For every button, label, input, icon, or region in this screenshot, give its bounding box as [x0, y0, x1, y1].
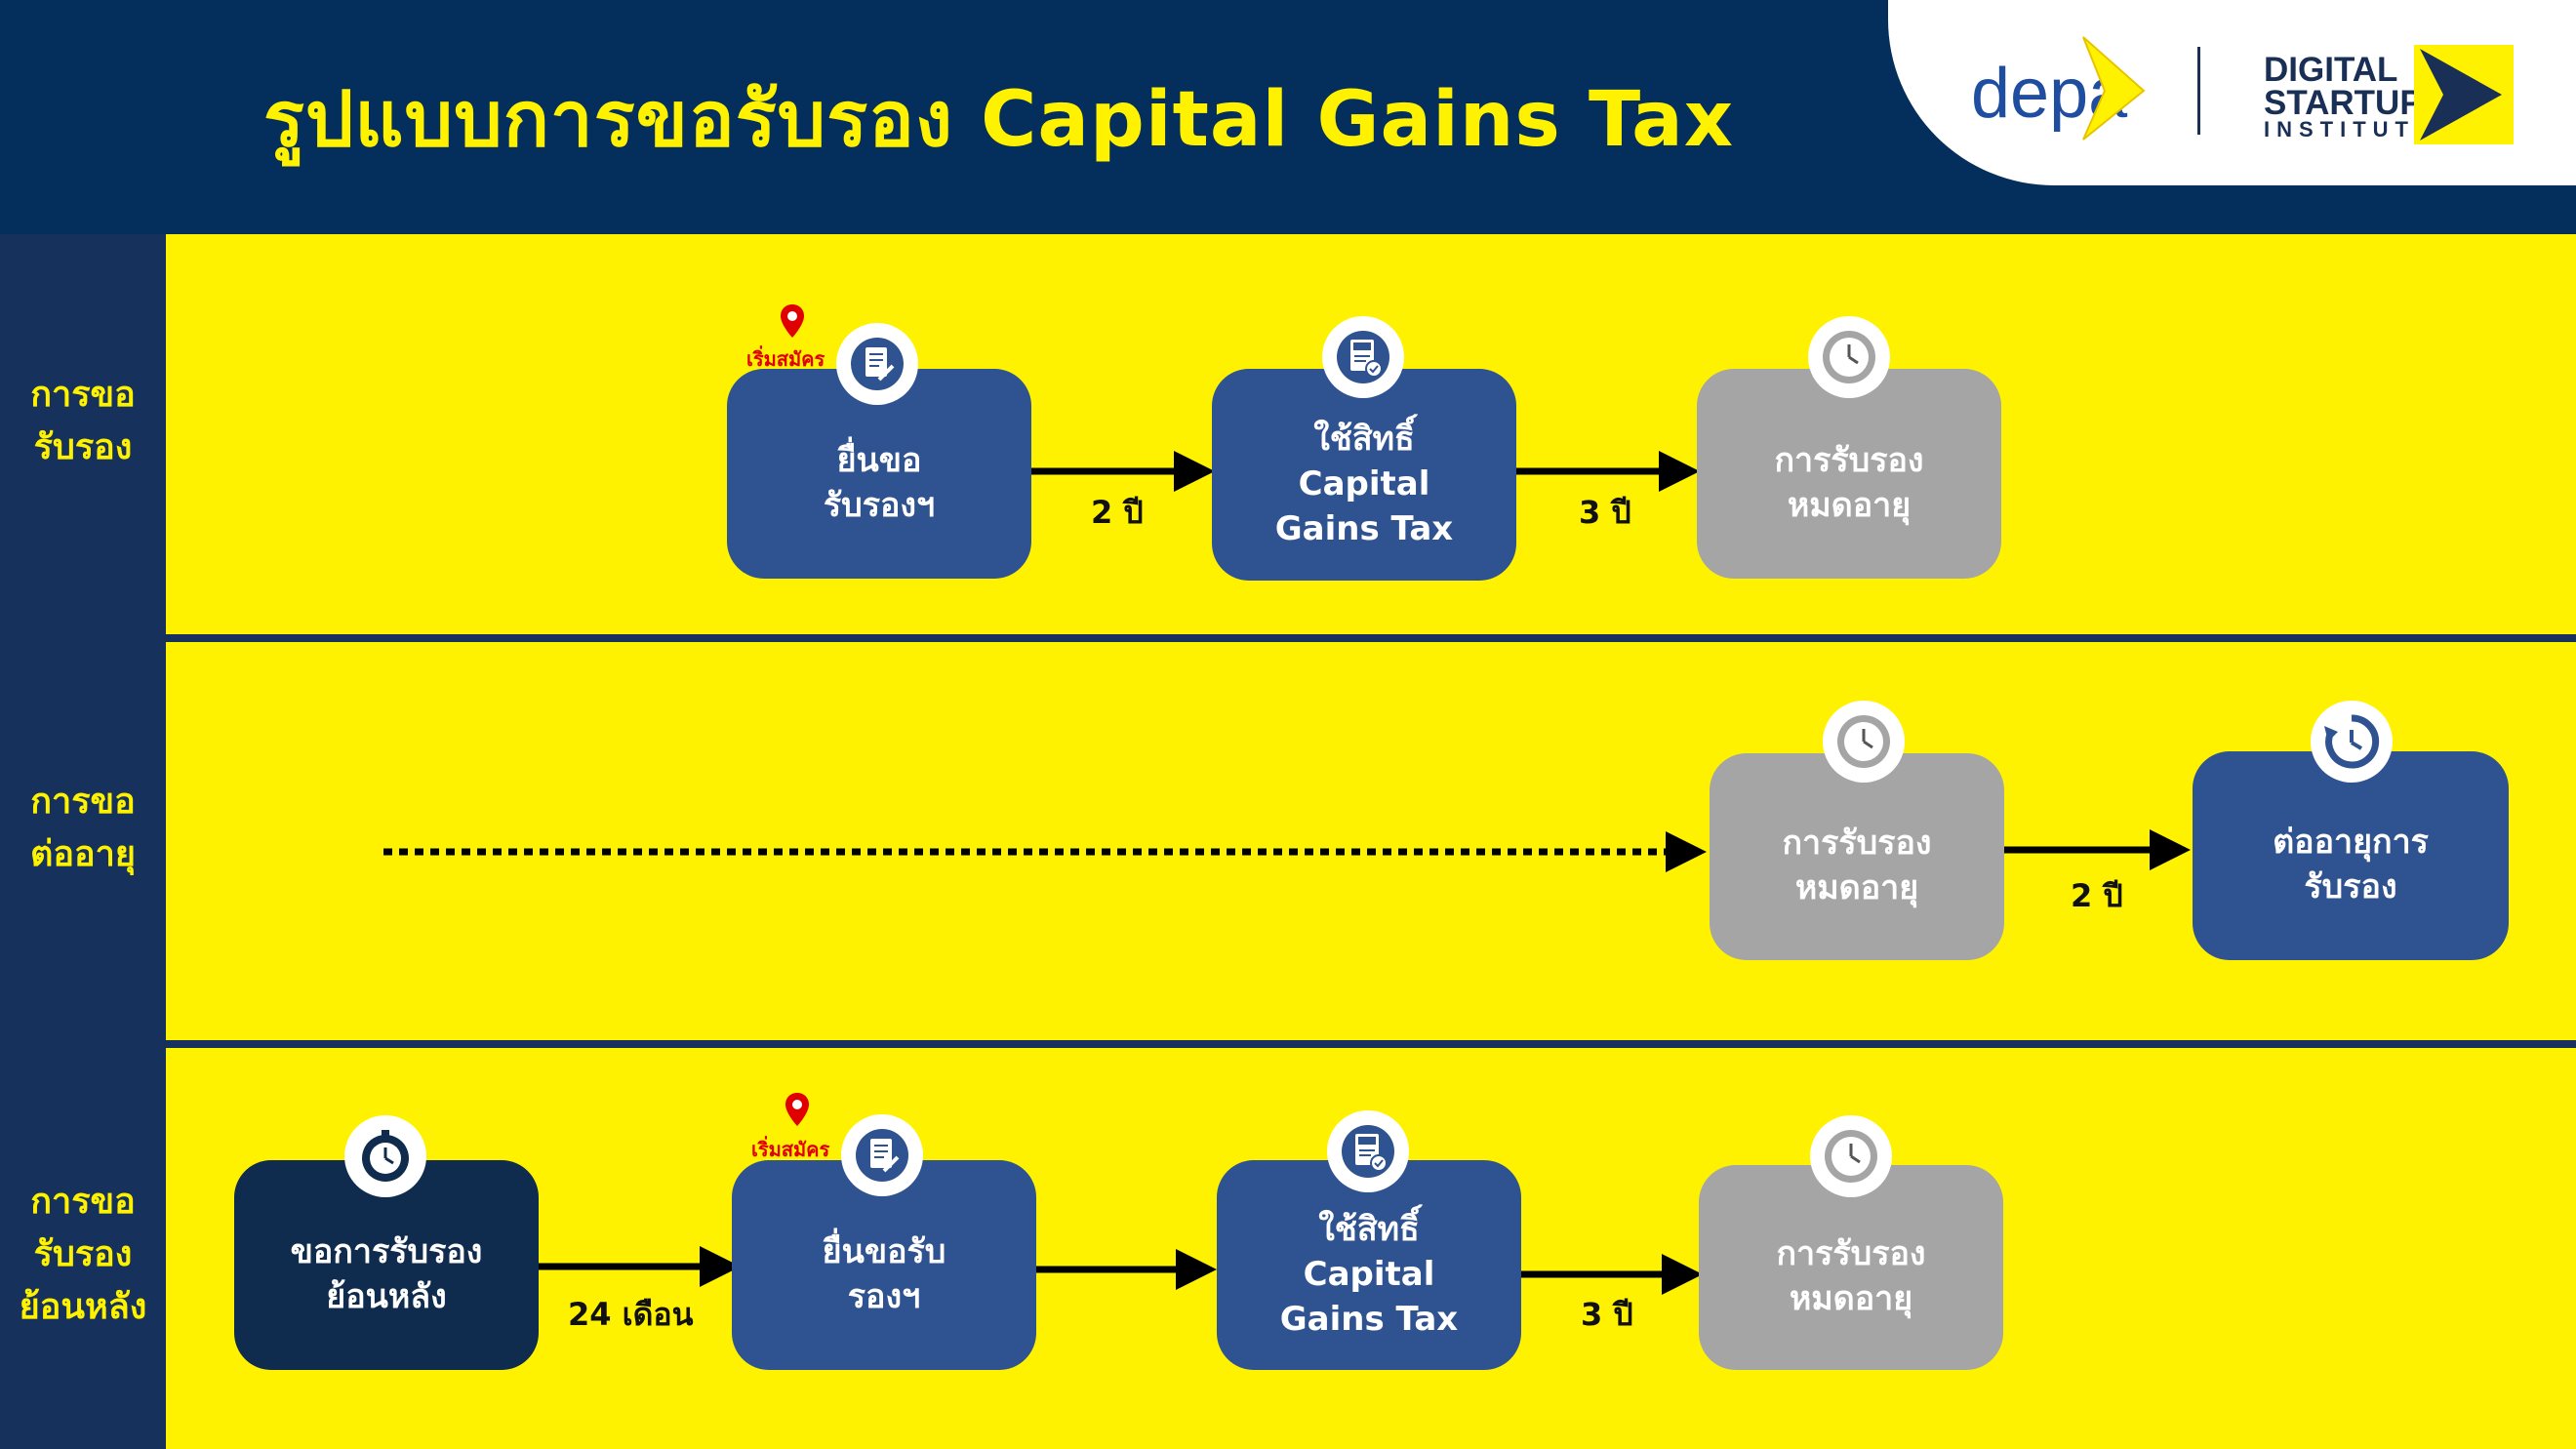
arrow-label-3-years-lane3: 3 ปี — [1581, 1296, 1633, 1333]
renew-clock-icon — [2311, 701, 2393, 783]
dsi-logo-mark-icon — [2414, 45, 2514, 144]
clock-icon — [1808, 316, 1890, 398]
dsi-logo-line3: INSTITUTE — [2264, 117, 2436, 141]
document-pen-icon — [836, 323, 918, 405]
start-label-lane3: เริ่มสมัคร — [751, 1138, 830, 1161]
dsi-logo-line1: DIGITAL — [2264, 51, 2398, 89]
box-renew-certification: ต่ออายุการ รับรอง — [2193, 751, 2509, 960]
lane-separator-1 — [0, 634, 2576, 642]
start-location-pin-icon-lane3 — [785, 1093, 809, 1126]
lane-label-panel-2 — [0, 642, 166, 1040]
lane-label-panel-3 — [0, 1048, 166, 1449]
document-pen-icon — [841, 1114, 923, 1196]
clock-icon — [1810, 1115, 1892, 1197]
arrow-label-2-years-renewal: 2 ปี — [2071, 877, 2123, 914]
box-certification-expired-renewal: การรับรอง หมดอายุ — [1710, 753, 2004, 960]
tax-document-icon — [1322, 316, 1404, 398]
box-use-capital-gains-tax: ใช้สิทธิ์ Capital Gains Tax — [1212, 369, 1516, 581]
lane-separator-2 — [0, 1040, 2576, 1048]
stopwatch-icon — [344, 1115, 426, 1197]
arrow-label-2-years: 2 ปี — [1091, 494, 1144, 531]
page-title: รูปแบบการขอรับรอง Capital Gains Tax — [263, 76, 1735, 164]
arrow-label-24-months: 24 เดือน — [568, 1296, 694, 1333]
tax-document-icon — [1327, 1110, 1409, 1192]
start-location-pin-icon — [781, 304, 804, 338]
logo-divider — [2197, 47, 2200, 135]
lane-label-panel-1 — [0, 234, 166, 634]
box-certification-expired-lane3: การรับรอง หมดอายุ — [1699, 1165, 2003, 1370]
lane-label-retroactive: การขอ รับรอง ย้อนหลัง — [19, 1182, 147, 1327]
start-label: เริ่มสมัคร — [746, 347, 825, 371]
lane-label-certification: การขอ รับรอง — [30, 375, 136, 467]
lane-label-renewal: การขอ ต่ออายุ — [30, 782, 136, 874]
depa-arrow-icon — [2082, 36, 2146, 141]
clock-icon — [1823, 701, 1905, 783]
box-certification-expired: การรับรอง หมดอายุ — [1697, 369, 2001, 579]
arrow-label-3-years: 3 ปี — [1579, 494, 1631, 531]
dsi-logo-line2: STARTUP — [2264, 84, 2423, 122]
box-use-capital-gains-tax-lane3: ใช้สิทธิ์ Capital Gains Tax — [1217, 1160, 1521, 1370]
